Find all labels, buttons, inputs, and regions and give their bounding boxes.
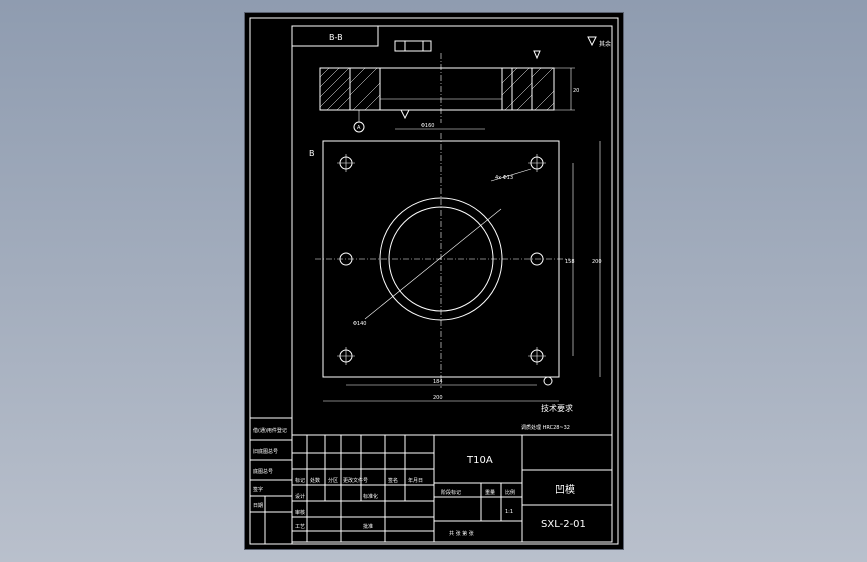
svg-text:A: A	[357, 125, 361, 131]
svg-text:设计: 设计	[295, 493, 305, 500]
outer-frame	[249, 17, 619, 545]
svg-text:标记: 标记	[295, 477, 305, 484]
section-view: 20 A Φ160	[319, 40, 579, 133]
part-name-text: 凹模	[555, 484, 575, 496]
svg-text:共 张 第 张: 共 张 第 张	[449, 530, 474, 537]
section-label: B-B	[329, 33, 343, 42]
drawing-number-text: SXL-2-01	[541, 519, 586, 530]
width-bottom-dim: 184	[433, 379, 443, 385]
svg-text:工艺: 工艺	[295, 524, 305, 530]
svg-text:重量: 重量	[485, 489, 495, 496]
overall-width-dim: 200	[433, 395, 443, 401]
svg-text:阶段标记: 阶段标记	[441, 489, 461, 496]
inner-frame	[291, 25, 613, 543]
scale-value: 1:1	[505, 509, 513, 515]
height-outer-dim: 200	[592, 259, 602, 265]
small-hole-dim: 4x Φ13	[495, 175, 513, 181]
view-label: B	[309, 149, 315, 158]
height-inner-dim: 158	[565, 259, 575, 265]
counterbore-circle	[379, 197, 503, 321]
svg-text:旧底图总号: 旧底图总号	[253, 448, 278, 455]
section-outline	[319, 67, 513, 111]
svg-text:签字: 签字	[253, 486, 263, 493]
svg-text:底图总号: 底图总号	[253, 468, 273, 475]
tolerance-frame	[394, 40, 432, 52]
bore-dim: Φ140	[353, 321, 366, 327]
svg-text:比例: 比例	[505, 489, 515, 496]
svg-text:更改文件号: 更改文件号	[343, 477, 368, 484]
drawing-code-box	[291, 25, 379, 47]
svg-text:批准: 批准	[363, 523, 373, 530]
datum-b-icon	[543, 376, 553, 386]
bore-circle	[388, 206, 494, 312]
svg-text:借(通)用件登记: 借(通)用件登记	[253, 427, 287, 434]
roughness-mark-icon	[533, 50, 541, 60]
plan-view: B Φ140 4x Φ13 158 200 184	[309, 133, 602, 402]
register-table: 借(通)用件登记 旧底图总号 底图总号 签字 日期	[249, 417, 293, 545]
svg-text:处数: 处数	[310, 477, 320, 484]
svg-text:日期: 日期	[253, 503, 263, 509]
svg-text:标准化: 标准化	[363, 493, 378, 500]
roughness-mark-icon-2	[400, 109, 410, 120]
svg-text:年月日: 年月日	[408, 477, 423, 484]
title-block: 标记 处数 分区 更改文件号 签名 年月日 设计 标准化 审核 工艺 批准 T1…	[291, 434, 613, 543]
mounting-holes	[337, 154, 546, 365]
roughness-other-label: 其余	[599, 40, 611, 48]
tech-requirements-text: 调质处理 HRC28~32	[521, 424, 570, 431]
drawing-canvas: B-B 其余	[249, 17, 619, 545]
tech-requirements-title: 技术要求	[541, 403, 573, 413]
svg-text:审核: 审核	[295, 509, 305, 516]
counterbore-dim: Φ160	[421, 123, 434, 129]
roughness-symbol-icon	[587, 36, 597, 47]
svg-text:分区: 分区	[328, 477, 338, 484]
material-text: T10A	[466, 455, 493, 466]
svg-text:签名: 签名	[388, 477, 398, 484]
cad-drawing-sheet: B-B 其余	[244, 12, 624, 550]
thickness-dim: 20	[573, 88, 579, 94]
